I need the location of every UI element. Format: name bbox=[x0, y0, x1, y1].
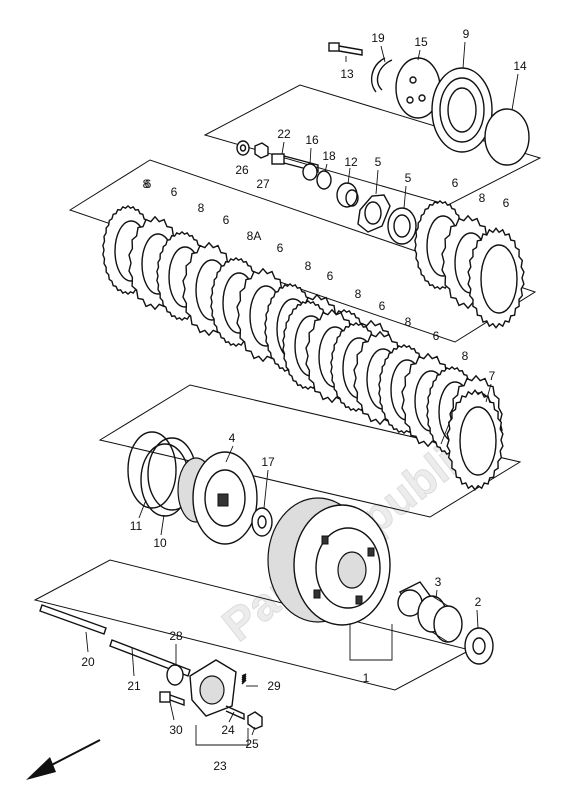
callouts: 1 2 3 4 5 5 6 6 6 6 6 6 6 6 6 7 8 8 8 8 … bbox=[81, 27, 527, 773]
oil-seal-28 bbox=[166, 664, 184, 686]
sleeve-hub-4 bbox=[177, 451, 258, 545]
nut-27 bbox=[254, 142, 269, 159]
callout-6-a: 6 bbox=[171, 185, 178, 199]
callout-9: 9 bbox=[463, 27, 470, 41]
bolt-24 bbox=[225, 705, 245, 721]
callout-29: 29 bbox=[267, 679, 281, 693]
callout-28: 28 bbox=[169, 629, 183, 643]
callout-30: 30 bbox=[169, 723, 183, 737]
callout-6-g: 6 bbox=[452, 176, 459, 190]
hub-group bbox=[127, 431, 494, 665]
callout-15: 15 bbox=[414, 35, 428, 49]
callout-21: 21 bbox=[127, 679, 141, 693]
callout-8-f: 8 bbox=[462, 349, 469, 363]
callout-3: 3 bbox=[435, 575, 442, 589]
callout-20: 20 bbox=[81, 655, 95, 669]
callout-11: 11 bbox=[130, 519, 143, 533]
plate-14 bbox=[484, 108, 530, 166]
primary-driven-gear-1 bbox=[267, 497, 391, 626]
washer-16 bbox=[302, 163, 318, 181]
bolt-13 bbox=[328, 42, 363, 56]
callout-12: 12 bbox=[344, 155, 358, 169]
callout-8-b: 8 bbox=[198, 201, 205, 215]
callout-5-b: 5 bbox=[405, 171, 412, 185]
plate-inner-ring bbox=[459, 406, 497, 476]
release-arm-23 bbox=[189, 659, 237, 717]
front-arrow-icon bbox=[26, 739, 101, 780]
callout-22: 22 bbox=[277, 127, 291, 141]
screw-30 bbox=[159, 691, 185, 706]
frame-hub-group bbox=[98, 384, 522, 518]
leader-lines bbox=[85, 41, 519, 736]
callout-6-d: 6 bbox=[327, 269, 334, 283]
washer-26 bbox=[236, 140, 250, 156]
callout-5-a: 5 bbox=[375, 155, 382, 169]
callout-6-e: 6 bbox=[379, 299, 386, 313]
callout-6-c: 6 bbox=[277, 241, 284, 255]
callout-8-d: 8 bbox=[355, 287, 362, 301]
callout-16: 16 bbox=[305, 133, 319, 147]
callout-26: 26 bbox=[235, 163, 249, 177]
callout-19: 19 bbox=[371, 31, 385, 45]
wire-ring-11 bbox=[127, 431, 177, 509]
callout-17: 17 bbox=[261, 455, 275, 469]
piece-12 bbox=[336, 182, 359, 208]
callout-7: 7 bbox=[489, 369, 496, 383]
callout-6-i: 6 bbox=[145, 177, 152, 191]
plate-inner-ring bbox=[480, 244, 518, 314]
spring-washer-5b bbox=[387, 207, 417, 245]
thrust-washer-2 bbox=[464, 627, 494, 665]
release-group bbox=[39, 604, 263, 746]
spring-29 bbox=[241, 673, 247, 685]
needle-bearing-3 bbox=[417, 595, 463, 643]
callout-10: 10 bbox=[153, 536, 167, 550]
frame-pressure-plate bbox=[203, 84, 542, 206]
washer-17 bbox=[251, 507, 273, 537]
callout-24: 24 bbox=[221, 723, 235, 737]
callout-14: 14 bbox=[513, 59, 527, 73]
pressure-plate-group bbox=[328, 42, 530, 166]
callout-4: 4 bbox=[229, 431, 236, 445]
spring-clip-19 bbox=[370, 57, 393, 93]
callout-18: 18 bbox=[322, 149, 336, 163]
callout-6-f: 6 bbox=[433, 329, 440, 343]
callout-13: 13 bbox=[340, 67, 354, 81]
callout-8-c: 8 bbox=[305, 259, 312, 273]
callout-1: 1 bbox=[363, 671, 370, 685]
callout-8-e: 8 bbox=[405, 315, 412, 329]
spring-washer-5a bbox=[357, 194, 391, 233]
nut-25 bbox=[247, 711, 263, 730]
pushrod-22 bbox=[271, 153, 319, 173]
pushrod-20 bbox=[39, 604, 107, 635]
callout-27: 27 bbox=[256, 177, 270, 191]
callout-8-a: 8 bbox=[143, 177, 150, 191]
callout-8A: 8A bbox=[247, 229, 262, 243]
callout-2: 2 bbox=[475, 595, 482, 609]
callout-23: 23 bbox=[213, 759, 227, 773]
small-hardware bbox=[236, 140, 417, 245]
washer-18 bbox=[316, 170, 332, 190]
callout-8-g: 8 bbox=[479, 191, 486, 205]
callout-6-b: 6 bbox=[223, 213, 230, 227]
callout-25: 25 bbox=[245, 737, 259, 751]
clutch-plate-stack bbox=[102, 199, 525, 491]
bearing-9 bbox=[431, 67, 493, 153]
callout-6-h: 6 bbox=[503, 196, 510, 210]
